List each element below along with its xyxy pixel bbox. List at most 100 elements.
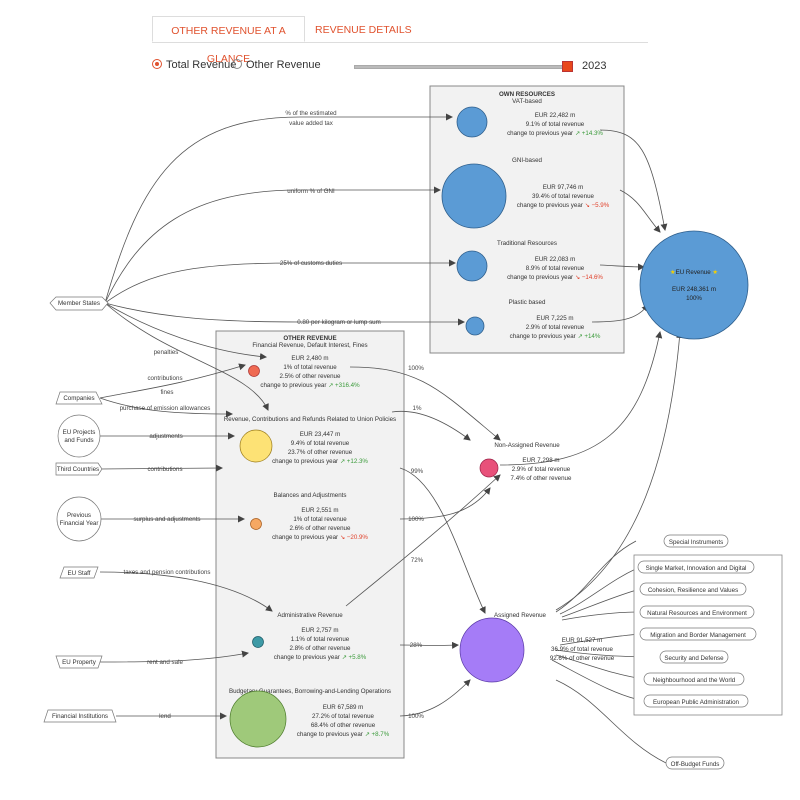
svg-text:★EU Revenue ★: ★EU Revenue ★ bbox=[670, 269, 718, 276]
flow-label-lend: lend bbox=[159, 713, 171, 720]
flow-labels: % of the estimated value added tax unifo… bbox=[120, 110, 425, 720]
eu-revenue-amount: EUR 248,361 m bbox=[672, 286, 716, 293]
non-assigned-content: Non-Assigned Revenue EUR 7,298 m 2.9% of… bbox=[494, 442, 572, 482]
gni-circle[interactable] bbox=[441, 163, 507, 229]
trad-amount: EUR 22,083 m bbox=[535, 256, 576, 263]
year-label: 2023 bbox=[582, 60, 607, 72]
fin-share2: 2.5% of other revenue bbox=[280, 373, 341, 380]
eu-property-node[interactable]: EU Property bbox=[55, 655, 103, 669]
tab-other-revenue-at-a-glance[interactable]: OTHER REVENUE AT A GLANCE bbox=[152, 16, 305, 65]
flow-label-pct-rev-1: 1% bbox=[413, 405, 422, 412]
union-policies-circle[interactable] bbox=[239, 429, 273, 463]
destination-single-market[interactable] bbox=[637, 560, 755, 574]
bud-change: ↗ +8.7% bbox=[365, 731, 390, 738]
non-assigned-share2: 7.4% of other revenue bbox=[511, 475, 572, 482]
assigned-circle[interactable] bbox=[459, 617, 525, 683]
total-revenue-radio[interactable]: Total Revenue bbox=[152, 59, 236, 71]
bal-title: Balances and Adjustments bbox=[274, 492, 347, 499]
other-revenue-label: Other Revenue bbox=[246, 59, 321, 71]
prev-fy-label-1: Previous bbox=[67, 512, 91, 519]
bud-amount: EUR 67,589 m bbox=[323, 704, 364, 711]
flow-label-adjustments: adjustments bbox=[149, 433, 182, 440]
flow-label-contributions-ms: contributions bbox=[147, 375, 182, 382]
financial-revenue-circle[interactable] bbox=[248, 365, 260, 377]
vat-share: 9.1% of total revenue bbox=[526, 121, 585, 128]
eu-projects-label-2: and Funds bbox=[64, 437, 93, 444]
eu-projects-node[interactable]: EU Projects and Funds bbox=[57, 414, 101, 458]
other-revenue-header: OTHER REVENUE bbox=[283, 335, 336, 342]
bal-share2: 2.6% of other revenue bbox=[290, 525, 351, 532]
vat-circle[interactable] bbox=[456, 106, 488, 138]
other-revenue-radio[interactable]: Other Revenue bbox=[232, 59, 321, 71]
own-resources-header: OWN RESOURCES bbox=[499, 91, 555, 98]
vat-amount: EUR 22,482 m bbox=[535, 112, 576, 119]
plastic-change-label: change to previous year bbox=[510, 333, 576, 340]
flow-label-penalties: penalties bbox=[154, 349, 179, 356]
traditional-resources-circle[interactable] bbox=[456, 250, 488, 282]
vat-title: VAT-based bbox=[512, 98, 542, 105]
destination-security[interactable] bbox=[659, 650, 729, 664]
eu-staff-node[interactable]: EU Staff bbox=[59, 566, 99, 579]
assigned-title: Assigned Revenue bbox=[494, 612, 547, 619]
svg-text:change to previous year ↗ +316: change to previous year ↗ +316.4% bbox=[260, 382, 360, 389]
destination-public-administration[interactable] bbox=[643, 694, 749, 708]
bud-change-label: change to previous year bbox=[297, 731, 363, 738]
member-states-node[interactable]: Member States bbox=[49, 296, 109, 311]
flow-label-pct-bal: 100% bbox=[408, 516, 424, 523]
destination-label: Security and Defense bbox=[664, 655, 724, 662]
flow-label-pct-fin: 100% bbox=[408, 365, 424, 372]
prev-fy-label-2: Financial Year bbox=[60, 520, 99, 527]
eu-staff-label: EU Staff bbox=[68, 570, 91, 577]
fin-title: Financial Revenue, Default Interest, Fin… bbox=[252, 342, 367, 349]
administrative-circle[interactable] bbox=[252, 636, 264, 648]
destination-special-instruments[interactable] bbox=[663, 534, 729, 548]
destination-migration[interactable] bbox=[639, 627, 757, 641]
rev-amount: EUR 23,447 m bbox=[300, 431, 341, 438]
destination-natural-resources[interactable] bbox=[639, 605, 755, 619]
rev-share2: 23.7% of other revenue bbox=[288, 449, 353, 456]
tab-revenue-details[interactable]: REVENUE DETAILS bbox=[315, 24, 412, 36]
adm-change-label: change to previous year bbox=[274, 654, 340, 661]
tab-bar: OTHER REVENUE AT A GLANCE REVENUE DETAIL… bbox=[152, 16, 648, 65]
adm-amount: EUR 2,757 m bbox=[301, 627, 338, 634]
rev-change: ↗ +12.3% bbox=[340, 458, 369, 465]
gni-title: GNI-based bbox=[512, 157, 542, 164]
eu-revenue-circle[interactable] bbox=[639, 230, 749, 340]
plastic-share: 2.9% of total revenue bbox=[526, 324, 585, 331]
assigned-share2: 92.6% of other revenue bbox=[550, 655, 615, 662]
radio-unselected-icon bbox=[232, 59, 242, 69]
year-slider-handle[interactable] bbox=[562, 61, 573, 72]
flow-label-vat-1: % of the estimated bbox=[285, 110, 337, 117]
financial-institutions-label: Financial Institutions bbox=[52, 713, 108, 720]
balances-circle[interactable] bbox=[250, 518, 262, 530]
trad-share: 8.9% of total revenue bbox=[526, 265, 585, 272]
destination-cohesion[interactable] bbox=[639, 582, 747, 596]
flow-label-surplus: surplus and adjustments bbox=[133, 516, 200, 523]
other-revenue-content: OTHER REVENUE Financial Revenue, Default… bbox=[224, 335, 396, 738]
companies-node[interactable]: Companies bbox=[55, 391, 103, 405]
plastic-title: Plastic based bbox=[509, 299, 546, 306]
rev-title: Revenue, Contributions and Refunds Relat… bbox=[224, 416, 396, 423]
destination-off-budget-funds[interactable] bbox=[665, 756, 725, 770]
flow-label-taxes: taxes and pension contributions bbox=[123, 569, 210, 576]
non-assigned-circle[interactable] bbox=[479, 458, 499, 478]
bal-change: ↘ −20.9% bbox=[340, 534, 369, 541]
fin-change-label: change to previous year bbox=[260, 382, 326, 389]
bud-share2: 68.4% of other revenue bbox=[311, 722, 376, 729]
destination-neighbourhood[interactable] bbox=[643, 672, 745, 686]
destination-label: Natural Resources and Environment bbox=[647, 610, 747, 617]
previous-financial-year-node[interactable]: Previous Financial Year bbox=[56, 496, 102, 542]
budgetary-guarantees-circle[interactable] bbox=[229, 690, 287, 748]
plastic-circle[interactable] bbox=[465, 316, 485, 336]
radio-selected-icon bbox=[152, 59, 162, 69]
star-icon: ★ bbox=[711, 269, 719, 276]
eu-projects-label-1: EU Projects bbox=[63, 429, 96, 436]
flow-label-pct-adm-72: 72% bbox=[411, 557, 424, 564]
gni-amount: EUR 97,746 m bbox=[543, 184, 584, 191]
third-countries-node[interactable]: Third Countries bbox=[55, 462, 103, 476]
financial-institutions-node[interactable]: Financial Institutions bbox=[43, 709, 117, 723]
destination-label: Neighbourhood and the World bbox=[653, 677, 736, 684]
flow-label-vat-2: value added tax bbox=[289, 120, 334, 127]
svg-text:change to previous year ↘ −20.: change to previous year ↘ −20.9% bbox=[272, 534, 368, 541]
fin-share: 1% of total revenue bbox=[283, 364, 337, 371]
